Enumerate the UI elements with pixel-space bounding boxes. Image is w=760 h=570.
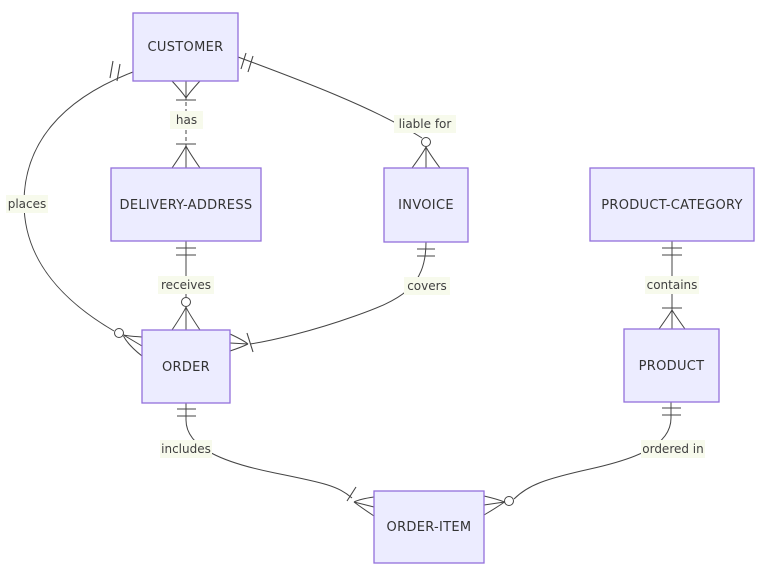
entity-box <box>110 167 262 242</box>
entity-box <box>132 12 239 82</box>
entity-box <box>141 329 231 404</box>
crows-foot-icon <box>171 80 201 100</box>
entity-customer: CUSTOMER <box>132 12 239 82</box>
relationship-label-text: includes <box>161 442 211 456</box>
entity-box <box>589 167 755 242</box>
relationship-label: covers <box>404 277 450 295</box>
relationship-includes: includes <box>160 403 375 517</box>
exactly-one-ticks-icon <box>109 60 121 82</box>
relationship-ordered-in: ordered in <box>483 402 705 516</box>
entity-delivery-address: DELIVERY-ADDRESS <box>110 167 262 242</box>
relationship-label-text: places <box>8 197 47 211</box>
entity-invoice: INVOICE <box>383 167 469 243</box>
relationship-label-text: receives <box>161 278 211 292</box>
relationship-covers: covers <box>229 241 450 353</box>
entity-label: PRODUCT <box>639 359 705 374</box>
relationship-line <box>249 241 427 345</box>
entity-product-category: PRODUCT-CATEGORY <box>589 167 755 242</box>
relationship-label: ordered in <box>641 440 705 458</box>
relationship-receives: receives <box>158 241 214 331</box>
entity-product: PRODUCT <box>623 328 720 403</box>
relationship-label: contains <box>645 276 699 294</box>
crows-foot-icon <box>483 495 505 516</box>
relationship-label-text: contains <box>647 278 698 292</box>
relationship-line <box>513 402 672 500</box>
crows-foot-icon <box>171 306 201 331</box>
relationship-contains: contains <box>645 241 699 330</box>
relationship-label: liable for <box>394 115 456 133</box>
zero-circle-icon <box>181 297 191 307</box>
relationship-liable-for: liable for <box>237 52 456 169</box>
relationship-label: has <box>170 111 203 129</box>
entity-box <box>373 490 485 564</box>
one-bar-icon <box>346 486 357 502</box>
entity-box <box>383 167 469 243</box>
crows-foot-icon <box>123 334 143 357</box>
entity-label: ORDER-ITEM <box>387 520 472 535</box>
entity-box <box>623 328 720 403</box>
entity-order-item: ORDER-ITEM <box>373 490 485 564</box>
relationship-label: places <box>6 195 48 213</box>
entity-label: DELIVERY-ADDRESS <box>120 198 253 213</box>
crows-foot-icon <box>171 144 201 169</box>
relationship-label-text: ordered in <box>642 442 704 456</box>
relationship-line <box>185 403 353 499</box>
entity-label: INVOICE <box>398 198 454 213</box>
crows-foot-icon <box>658 308 686 330</box>
relationship-label: includes <box>160 440 212 458</box>
relationship-label-text: has <box>176 113 197 127</box>
exactly-one-ticks-icon <box>240 52 254 73</box>
relationship-label: receives <box>158 276 214 294</box>
crows-foot-icon <box>229 333 249 352</box>
entity-order: ORDER <box>141 329 231 404</box>
crows-foot-icon <box>353 496 375 517</box>
entity-label: CUSTOMER <box>148 40 224 55</box>
relationship-has: has <box>170 80 203 169</box>
crows-foot-icon <box>411 146 441 169</box>
relationship-label-text: liable for <box>399 117 452 131</box>
zero-circle-icon <box>504 496 514 506</box>
zero-circle-icon <box>114 328 124 338</box>
entity-label: ORDER <box>162 360 210 375</box>
one-bar-icon <box>246 332 254 353</box>
relationship-label-text: covers <box>407 279 447 293</box>
entity-label: PRODUCT-CATEGORY <box>601 198 743 213</box>
zero-circle-icon <box>421 137 431 147</box>
relationship-places: places <box>6 60 143 357</box>
